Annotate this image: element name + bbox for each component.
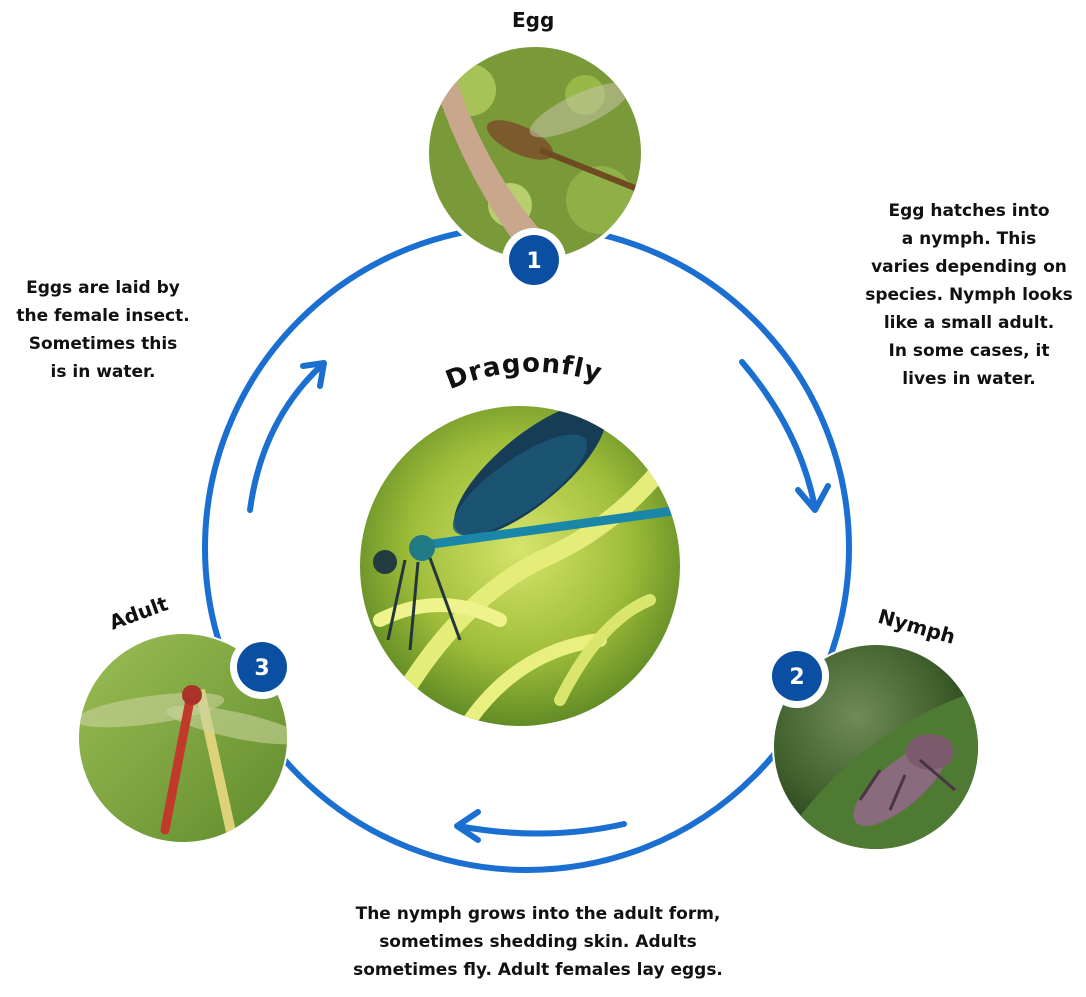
growth-line: sometimes fly. Adult females lay eggs. (318, 956, 758, 984)
stage-number-3: 3 (254, 656, 269, 681)
hatching-line: species. Nymph looks (858, 281, 1080, 309)
stage-number-2: 2 (789, 665, 804, 690)
egg-laying-line: Sometimes this (8, 330, 198, 358)
arrow-adult-to-egg (250, 363, 324, 510)
egg-laying-description: Eggs are laid by the female insect. Some… (8, 274, 198, 386)
diagram-title: Dragonfly (442, 349, 606, 396)
growth-line: The nymph grows into the adult form, (318, 900, 758, 928)
stage-number-1: 1 (526, 249, 541, 274)
growth-line: sometimes shedding skin. Adults (318, 928, 758, 956)
hatching-line: a nymph. This (858, 225, 1080, 253)
stage-badge-3: 3 (230, 635, 294, 699)
arrow-nymph-to-adult (457, 812, 624, 840)
stage-badge-2: 2 (765, 644, 829, 708)
arrow-egg-to-nymph (742, 362, 828, 510)
egg-laying-line: the female insect. (8, 302, 198, 330)
hatching-line: varies depending on (858, 253, 1080, 281)
hatching-line: lives in water. (858, 365, 1080, 393)
hatching-description: Egg hatches into a nymph. This varies de… (858, 197, 1080, 393)
hatching-line: like a small adult. (858, 309, 1080, 337)
hatching-line: Egg hatches into (858, 197, 1080, 225)
stage-badge-1: 1 (502, 228, 566, 292)
hatching-line: In some cases, it (858, 337, 1080, 365)
egg-laying-line: is in water. (8, 358, 198, 386)
egg-laying-line: Eggs are laid by (8, 274, 198, 302)
center-dragonfly-photo (355, 383, 685, 730)
growth-description: The nymph grows into the adult form, som… (318, 900, 758, 984)
stage-label-egg: Egg (512, 8, 554, 32)
